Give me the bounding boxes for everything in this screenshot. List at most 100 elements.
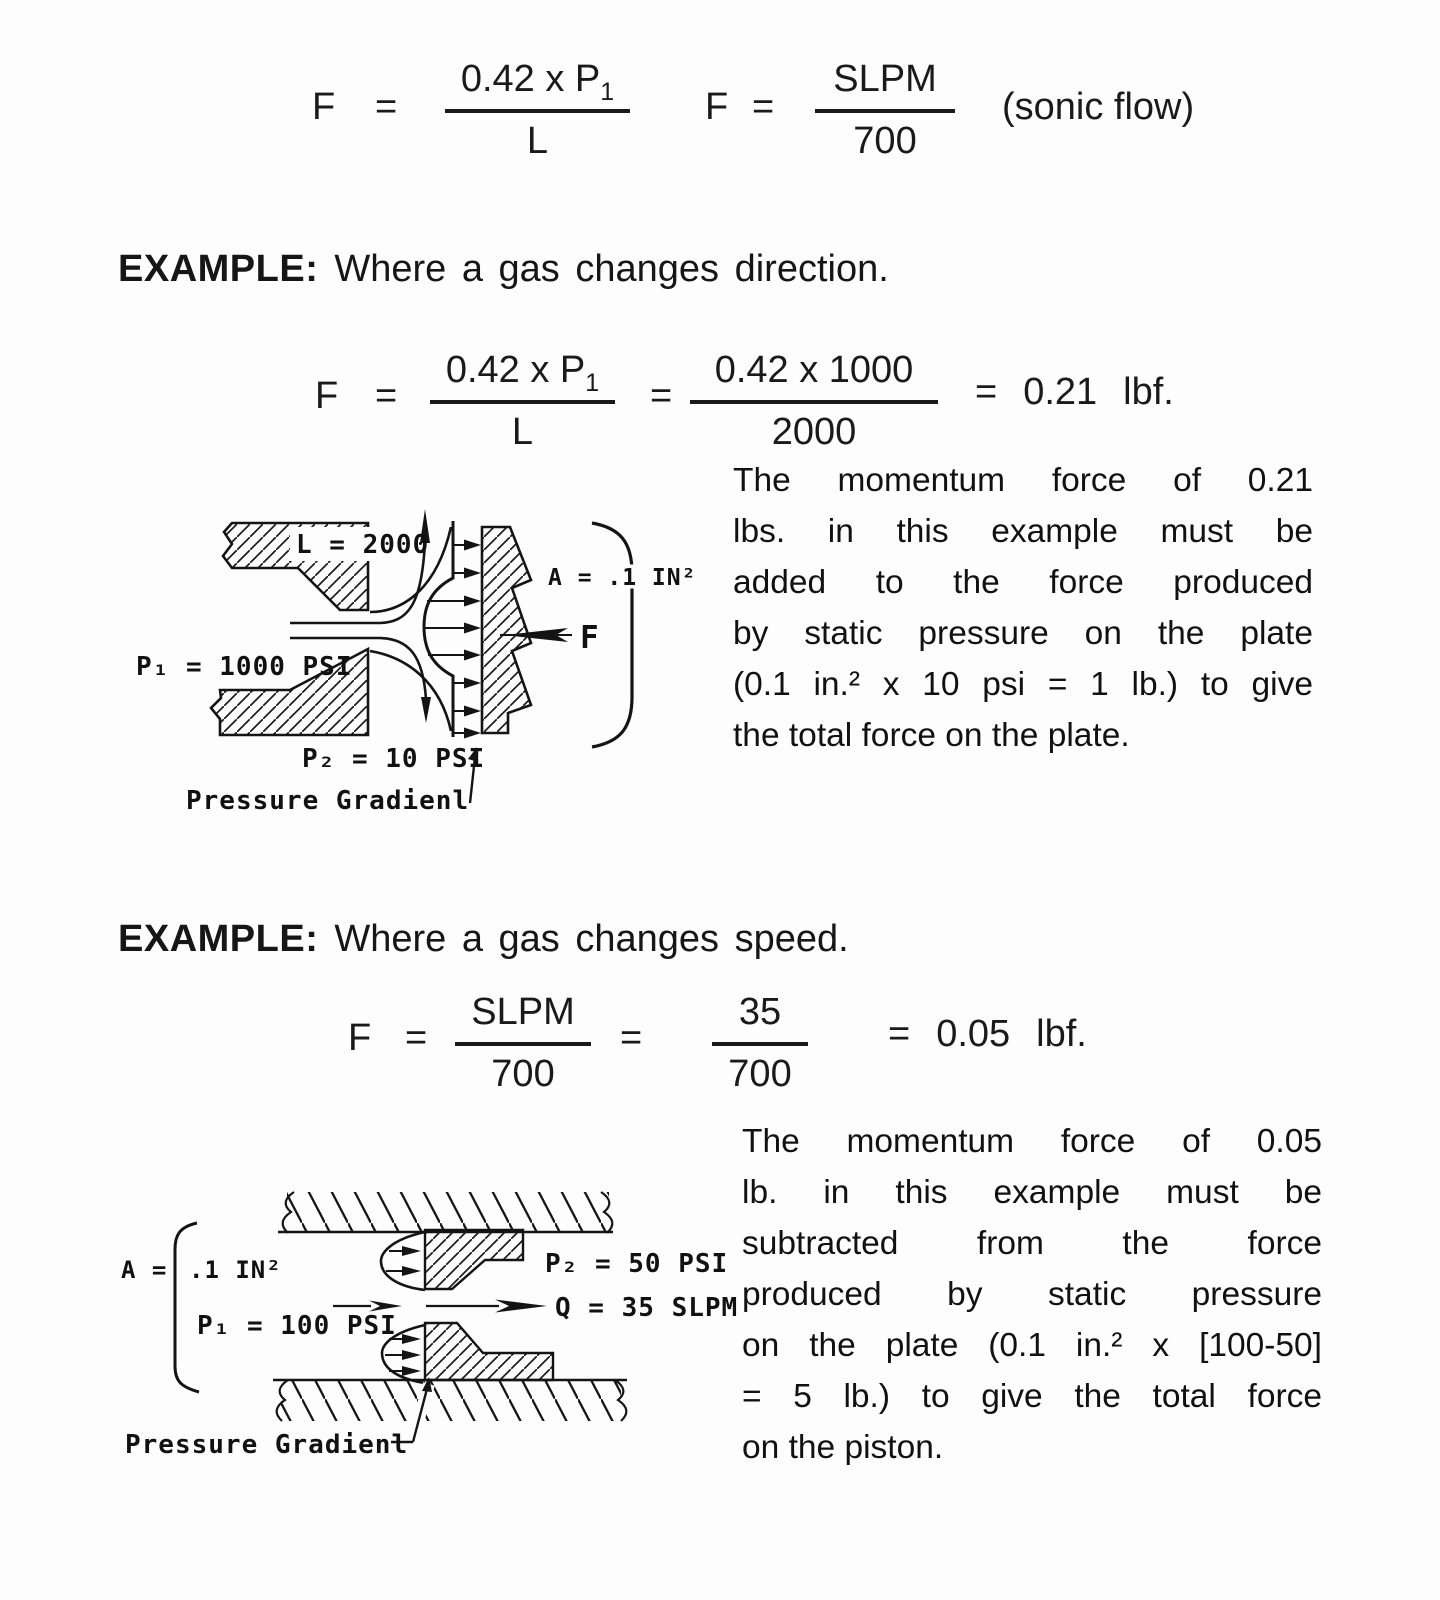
gradient-leader-arrow-icon <box>468 747 478 762</box>
formula-lhs-2: F <box>705 86 729 128</box>
example2-heading: EXAMPLE: Where a gas changes speed. <box>118 918 849 961</box>
label-force: F <box>580 620 600 656</box>
fraction-042xp1-over-l: 0.42 x P1 L <box>445 52 630 167</box>
label-length: L = 2000 <box>296 530 429 560</box>
fraction-numerator: 35 <box>738 991 782 1033</box>
gradient-leader-arrow-icon <box>422 1377 432 1392</box>
fraction-bar <box>712 1042 808 1046</box>
paragraph-line: the total force on the plate. <box>733 717 1130 754</box>
paragraph-momentum-subtracted: The momentum force of 0.05 lb. in this e… <box>742 1116 1322 1473</box>
break-mark-icon <box>614 1379 628 1422</box>
flow-arrow-up-icon <box>420 509 430 543</box>
fraction-numerator: SLPM <box>471 991 575 1033</box>
label-p1: P₁ = 100 PSI <box>197 1311 397 1341</box>
area-bracket <box>591 521 634 749</box>
fraction-bar <box>815 109 955 113</box>
paragraph-line: The momentum force of 0.21 <box>733 462 1313 499</box>
impact-plate <box>480 525 533 735</box>
paragraph-line: = 5 lb.) to give the total force <box>742 1378 1322 1415</box>
result-unit: lbf. <box>1123 371 1174 413</box>
label-notch <box>290 527 430 561</box>
diagram-gas-changes-direction: L = 2000 P₁ = 1000 PSI P₂ = 10 PSI A = .… <box>136 509 699 816</box>
label-p2: P₂ = 10 PSI <box>302 744 485 774</box>
lower-poppet-block <box>423 1321 555 1382</box>
fraction-35-over-700: 35 700 <box>712 985 808 1100</box>
label-p2: P₂ = 50 PSI <box>545 1249 728 1279</box>
top-wall-hatch <box>287 1192 609 1232</box>
label-pressure-gradient: Pressure Gradienl <box>186 786 469 816</box>
example-label: EXAMPLE: <box>118 248 319 290</box>
label-flow: Q = 35 SLPM <box>555 1293 738 1323</box>
equals-sign: = <box>975 371 998 413</box>
formula-lhs: F <box>315 375 339 417</box>
outlet-flow-arrow-icon <box>495 1299 547 1313</box>
fraction-042x1000-over-2000: 0.42 x 1000 2000 <box>690 343 938 458</box>
diagram-gas-changes-speed: A = .1 IN² P₁ = 100 PSI P₂ = 50 PSI Q = … <box>121 1191 737 1460</box>
fraction-numerator: 0.42 x P1 <box>460 58 615 106</box>
result-value: 0.05 <box>936 1013 1011 1055</box>
pressure-gradient-curve <box>422 521 455 737</box>
fraction-slpm-over-700: SLPM 700 <box>815 52 955 167</box>
result-unit: lbf. <box>1036 1013 1087 1055</box>
paragraph-line: on the plate (0.1 in.² x [100-50] <box>742 1327 1322 1364</box>
paragraph-line: by static pressure on the plate <box>733 615 1313 652</box>
example-text: Where a gas changes speed. <box>334 918 849 960</box>
example-label: EXAMPLE: <box>118 918 319 960</box>
fraction-denominator: 700 <box>853 120 917 162</box>
fraction-numerator: SLPM <box>833 58 937 100</box>
equals-sign: = <box>650 375 673 417</box>
fraction-bar <box>455 1042 591 1046</box>
nozzle-lower-block <box>209 646 370 737</box>
fraction-denominator: 700 <box>491 1053 555 1095</box>
paragraph-line: produced by static pressure <box>742 1276 1322 1313</box>
fraction-numerator: 0.42 x P1 <box>445 349 600 397</box>
gradient-leader-line <box>411 1384 430 1443</box>
fraction-denominator: 2000 <box>771 411 857 453</box>
fraction-denominator: L <box>511 411 534 453</box>
fraction-denominator: 700 <box>728 1053 792 1095</box>
lower-gradient-arrows <box>385 1334 421 1376</box>
lower-pressure-gradient-curve <box>380 1323 426 1385</box>
equals-sign: = <box>620 1017 643 1059</box>
equals-sign: = <box>375 375 398 417</box>
fraction-numerator: 0.42 x 1000 <box>714 349 914 391</box>
force-arrow-icon <box>504 628 568 642</box>
upper-poppet-block <box>423 1228 525 1291</box>
paragraph-line: lb. in this example must be <box>742 1174 1322 1211</box>
equation-result: = 0.21 lbf. <box>975 371 1174 414</box>
gradient-leader-line <box>468 756 477 804</box>
equals-sign: = <box>752 86 775 128</box>
paragraph-line: on the piston. <box>742 1429 944 1466</box>
paragraph-line: The momentum force of 0.05 <box>742 1123 1322 1160</box>
label-pressure-gradient: Pressure Gradienl <box>125 1430 408 1460</box>
label-area-right: .1 IN² <box>189 1256 282 1284</box>
paragraph-line: lbs. in this example must be <box>733 513 1313 550</box>
sonic-flow-note: (sonic flow) <box>1002 86 1195 128</box>
flow-arrow-down-icon <box>421 697 431 723</box>
label-area: A = .1 IN² <box>548 565 696 591</box>
example1-heading: EXAMPLE: Where a gas changes direction. <box>118 248 889 291</box>
label-p1: P₁ = 1000 PSI <box>136 652 353 682</box>
upper-pressure-gradient-curve <box>379 1230 426 1292</box>
subscript-1: 1 <box>600 78 615 106</box>
example-text: Where a gas changes direction. <box>334 248 889 290</box>
paragraph-line: subtracted from the force <box>742 1225 1322 1262</box>
formula-lhs: F <box>348 1017 372 1059</box>
equals-sign: = <box>888 1013 911 1055</box>
break-mark-icon <box>281 1191 295 1234</box>
fraction-denominator: L <box>526 120 549 162</box>
fraction-042xp1-over-l: 0.42 x P1 L <box>430 343 615 458</box>
flow-streamlines <box>290 526 453 732</box>
fraction-bar <box>445 109 630 113</box>
gradient-arrows <box>425 539 481 739</box>
fraction-slpm-over-700: SLPM 700 <box>455 985 591 1100</box>
equals-sign: = <box>375 86 398 128</box>
fraction-bar <box>690 400 938 404</box>
equals-sign: = <box>405 1017 428 1059</box>
upper-gradient-arrows <box>386 1246 421 1276</box>
label-area-left: A = <box>121 1256 167 1284</box>
result-value: 0.21 <box>1023 371 1098 413</box>
paragraph-line: added to the force produced <box>733 564 1313 601</box>
area-bracket <box>173 1221 200 1394</box>
break-mark-icon <box>275 1379 289 1422</box>
